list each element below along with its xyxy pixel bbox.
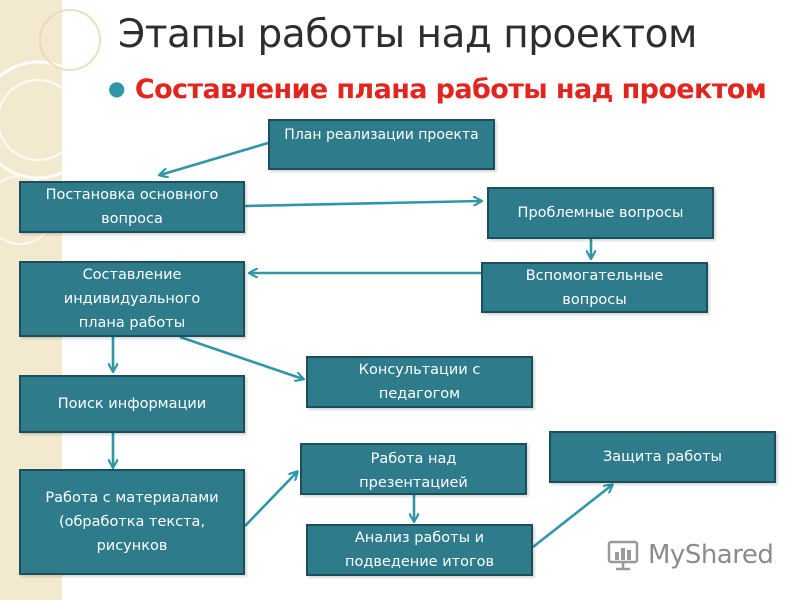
box-presentation-label: Работа над презентацией <box>359 451 468 491</box>
box-individual-plan-label: Составление индивидуального плана работы <box>63 267 201 331</box>
watermark-text: MyShared <box>648 540 774 570</box>
arrow-main-to-problem <box>244 201 481 208</box>
page-title: Этапы работы над проектом <box>118 12 697 57</box>
box-analysis-label: Анализ работы и подведение итогов <box>344 530 494 570</box>
arrow-analysis-to-defense <box>532 485 612 549</box>
box-auxiliary-questions-label: Вспомогательные вопросы <box>525 267 664 308</box>
box-plan-label: План реализации проекта <box>284 127 479 143</box>
arrow-individual-to-consultations <box>179 335 303 379</box>
box-main-question-label: Постановка основного вопроса <box>45 187 219 227</box>
bullet-icon: ● <box>108 76 125 100</box>
box-problem-questions: Проблемные вопросы <box>487 187 714 239</box>
box-consultations: Консультации с педагогом <box>306 356 533 408</box>
arrow-plan-to-main-question <box>160 141 269 175</box>
box-defense-label: Защита работы <box>602 449 722 465</box>
box-plan: План реализации проекта <box>268 119 495 170</box>
page-subtitle-text: Составление плана работы над проектом <box>134 74 767 105</box>
box-individual-plan: Составление индивидуального плана работы <box>19 261 245 337</box>
box-info-search: Поиск информации <box>19 375 245 433</box>
arrow-materials-to-presentation <box>244 472 297 527</box>
box-defense: Защита работы <box>549 431 776 483</box>
box-problem-questions-label: Проблемные вопросы <box>517 205 684 221</box>
box-auxiliary-questions: Вспомогательные вопросы <box>481 262 708 313</box>
box-materials-label: Работа с материалами (обработка текста, … <box>45 490 219 554</box>
box-analysis: Анализ работы и подведение итогов <box>306 524 533 576</box>
chart-icon <box>607 540 639 571</box>
box-info-search-label: Поиск информации <box>57 396 207 412</box>
box-materials: Работа с материалами (обработка текста, … <box>19 469 245 575</box>
page-subtitle: ● Составление плана работы над проектом <box>108 74 767 105</box>
watermark-logo: MyShared <box>606 538 774 572</box>
box-presentation: Работа над презентацией <box>300 443 527 495</box>
box-consultations-label: Консультации с педагогом <box>358 362 481 402</box>
box-main-question: Постановка основного вопроса <box>19 181 245 233</box>
